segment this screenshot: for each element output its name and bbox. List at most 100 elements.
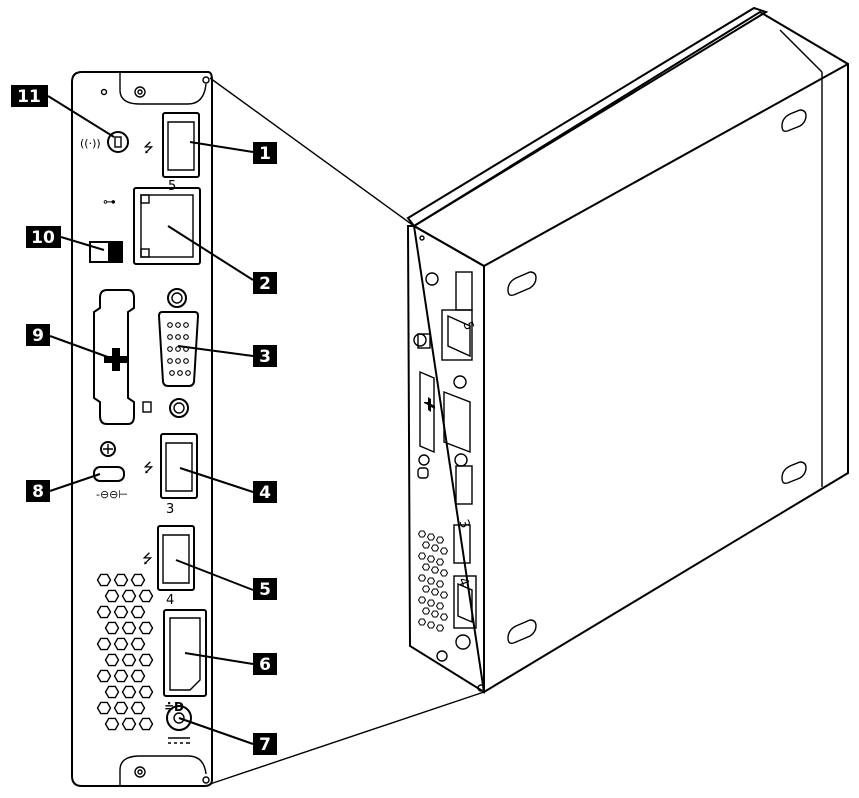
vent-hole [417,574,427,582]
vent-hole [417,552,427,560]
vent-hole [96,669,112,683]
svg-text:1: 1 [259,144,271,164]
vent-hole [430,610,440,618]
vent-hole [138,717,154,731]
cover-switch [89,241,123,263]
ventilation-grille [96,573,154,731]
vent-hole [430,566,440,574]
lock-icon: -⊖⊖⊢ [96,488,128,501]
vent-hole [121,653,137,667]
vent-hole [121,589,137,603]
vent-hole [426,555,436,563]
vent-hole [113,637,129,651]
svg-text:10: 10 [31,228,55,248]
ethernet-port: ⊶ [103,187,201,265]
vent-hole [426,533,436,541]
vent-hole [439,613,449,621]
vent-hole [439,547,449,555]
vent-hole [426,599,436,607]
svg-text:5: 5 [459,320,476,333]
vent-hole [96,605,112,619]
vent-hole [113,573,129,587]
vent-hole [426,577,436,585]
antenna-connector: ((·)) [80,131,129,153]
vent-hole [439,569,449,577]
callout-8: 8 [26,473,101,502]
dc-power-icon [168,737,190,744]
vent-hole [130,573,146,587]
vent-hole [435,580,445,588]
vent-hole [104,685,120,699]
vent-hole [104,621,120,635]
callout-5: 5 [175,559,277,600]
displayport-port: ≑D [163,609,207,714]
security-lock-slot: -⊖⊖⊢ [93,466,128,501]
vent-hole [435,558,445,566]
svg-text:8: 8 [32,482,44,502]
svg-text:11: 11 [17,87,41,107]
vga-port [142,288,200,418]
zoom-guide-lines [209,77,485,785]
vent-hole [138,621,154,635]
vent-hole [421,541,431,549]
svg-text:6: 6 [259,655,271,675]
svg-text:9: 9 [32,326,44,346]
svg-text:3: 3 [259,347,271,367]
usb-port-label: 4 [166,593,174,608]
vent-hole [121,717,137,731]
callout-3: 3 [177,345,277,367]
vent-hole [96,637,112,651]
dc-power-jack [166,705,192,744]
computer-isometric: 3 4 5 [406,6,849,694]
vent-hole [121,685,137,699]
svg-text:⭍: ⭍ [142,552,153,567]
usb-port-4: ⭍ 4 [142,525,195,608]
vent-hole [426,621,436,629]
vent-hole [435,536,445,544]
callout-6: 6 [184,652,277,675]
vent-hole [417,530,427,538]
vent-hole [439,591,449,599]
vent-hole [130,669,146,683]
usb-icon: ⭍ [143,141,154,156]
svg-text:((·)): ((·)) [80,137,101,150]
vent-hole [96,573,112,587]
usb-port-label: 3 [166,502,174,517]
vent-hole [430,588,440,596]
svg-text:4: 4 [259,483,271,503]
vent-hole [435,624,445,632]
vent-hole [430,544,440,552]
usb-port-label: 5 [168,179,176,194]
usb-port-5: ⭍ 5 [143,112,200,194]
callout-9: 9 [26,324,117,361]
vent-hole [96,701,112,715]
callout-7: 7 [178,717,277,755]
callout-10: 10 [26,226,105,251]
small-port-panel: 3 4 5 [413,235,485,692]
callout-1: 1 [189,141,277,164]
vent-hole [113,669,129,683]
optional-connector-knockout [93,289,135,425]
vent-hole [421,585,431,593]
vent-hole [417,596,427,604]
callout-4: 4 [179,467,277,503]
rear-panel-enlarged: ((·)) ⭍ 5 ⊶ [71,71,213,787]
vent-hole [138,685,154,699]
vent-hole [130,701,146,715]
vent-hole [113,605,129,619]
callouts: 1 2 3 4 5 6 7 [11,85,277,755]
vent-hole [138,589,154,603]
callout-2: 2 [167,225,277,294]
vent-hole [130,637,146,651]
vent-hole [421,563,431,571]
vent-hole [104,717,120,731]
vga-icon [142,401,152,413]
vent-hole [421,607,431,615]
svg-text:7: 7 [259,735,271,755]
ethernet-icon: ⊶ [103,195,116,210]
vent-hole [417,618,427,626]
svg-text:⭍: ⭍ [143,461,154,476]
usb-port-3: ⭍ 3 [143,433,198,517]
vent-hole [104,653,120,667]
